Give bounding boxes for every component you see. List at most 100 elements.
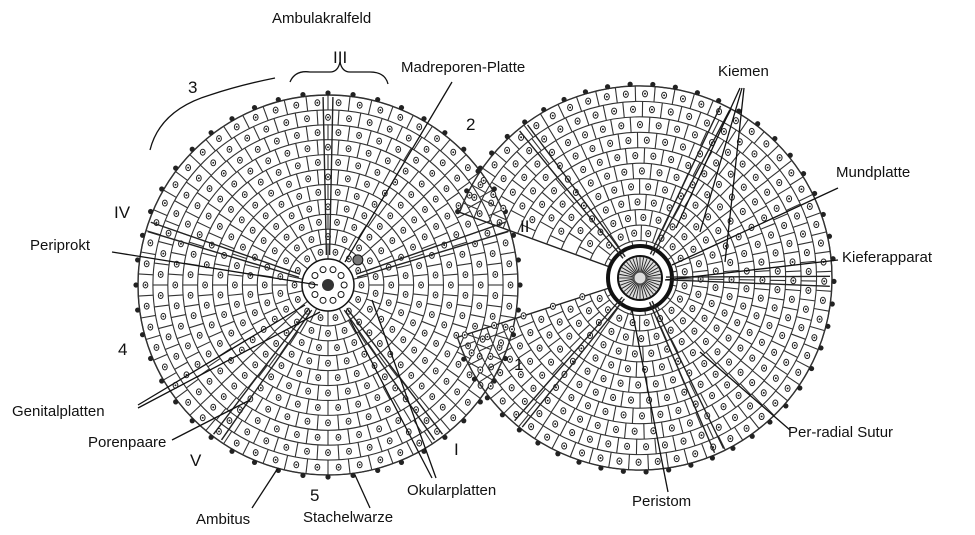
tubercle-boss: [776, 289, 778, 291]
aboral-test: [133, 90, 522, 479]
tubercle-boss: [699, 153, 701, 155]
tubercle-boss: [505, 326, 507, 328]
plate-suture: [234, 137, 242, 150]
plate-suture: [138, 295, 153, 296]
tubercle-boss: [739, 347, 741, 349]
tubercle-boss: [399, 452, 401, 454]
tubercle-boss: [435, 294, 437, 296]
tubercle-boss: [455, 334, 457, 336]
plate-suture: [517, 152, 528, 163]
tubercle-boss: [666, 348, 668, 350]
tubercle-boss: [822, 299, 824, 301]
tubercle-boss: [612, 223, 614, 225]
plate-suture: [383, 387, 390, 400]
label-interamb-4: 4: [118, 340, 127, 359]
tubercle-boss: [796, 215, 798, 217]
plate-suture: [440, 313, 454, 317]
tubercle-boss: [763, 367, 765, 369]
tubercle-boss: [493, 324, 495, 326]
label-kieferapparat: Kieferapparat: [842, 249, 933, 266]
tubercle-boss: [348, 420, 350, 422]
spine-base: [666, 467, 671, 472]
spine-base: [159, 186, 164, 191]
tubercle-boss: [249, 170, 251, 172]
tubercle-boss: [436, 138, 438, 140]
tubercle-boss: [599, 161, 601, 163]
plate-suture: [663, 375, 667, 390]
tubercle-boss: [723, 406, 725, 408]
tubercle-boss: [446, 215, 448, 217]
plate-suture: [673, 205, 681, 219]
tubercle-boss: [570, 308, 572, 310]
plate-suture: [702, 308, 716, 315]
tubercle-boss: [306, 118, 308, 120]
label-periprokt: Periprokt: [30, 237, 91, 254]
plate-suture: [197, 342, 210, 348]
tubercle-boss: [278, 397, 280, 399]
plate-suture: [707, 261, 722, 264]
spine-base: [516, 257, 521, 262]
tubercle-boss: [180, 325, 182, 327]
label-mundplatte: Mundplatte: [836, 164, 910, 181]
tubercle-boss: [327, 332, 329, 334]
tubercle-boss: [270, 376, 272, 378]
tubercle-boss: [379, 343, 381, 345]
tubercle-boss: [209, 188, 211, 190]
tubercle-boss: [270, 192, 272, 194]
tubercle-boss: [297, 270, 299, 272]
spine-base: [825, 324, 830, 329]
plate-suture: [532, 139, 541, 151]
tubercle-boss: [458, 363, 460, 365]
tubercle-boss: [486, 232, 488, 234]
plate-suture: [275, 150, 280, 164]
plate-suture: [614, 166, 618, 181]
tubercle-boss: [715, 287, 717, 289]
tubercle-boss: [531, 219, 533, 221]
tubercle-boss: [589, 438, 591, 440]
plate-suture: [434, 384, 445, 394]
plate-suture: [216, 150, 226, 161]
plate-suture: [521, 194, 534, 203]
tubercle-boss: [265, 353, 267, 355]
tubercle-boss: [749, 405, 751, 407]
tubercle-boss: [700, 103, 702, 105]
tubercle-boss: [535, 125, 537, 127]
tubercle-boss: [703, 173, 705, 175]
plate-suture: [392, 342, 403, 352]
plate-suture: [636, 362, 637, 377]
tubercle-boss: [500, 342, 502, 344]
plate-suture: [264, 138, 270, 152]
label-interamb-2: 2: [466, 115, 475, 134]
tubercle-boss: [715, 162, 717, 164]
tubercle-boss: [275, 343, 277, 345]
spine-base: [755, 121, 760, 126]
genital-plate: [341, 282, 347, 288]
plate-suture: [538, 324, 552, 331]
plate-suture: [648, 454, 649, 469]
tubercle-boss: [230, 332, 232, 334]
plate-suture: [603, 186, 609, 200]
plate-suture: [165, 221, 179, 226]
plate-suture: [542, 192, 554, 202]
label-interamb-5: 5: [310, 486, 319, 505]
tubercle-boss: [298, 373, 300, 375]
tubercle-boss: [552, 305, 554, 307]
tubercle-boss: [327, 116, 329, 118]
tubercle-boss: [244, 194, 246, 196]
plate-suture: [744, 165, 755, 176]
tubercle-boss: [664, 444, 666, 446]
plate-suture: [237, 171, 246, 183]
tubercle-boss: [369, 260, 371, 262]
tubercle-boss: [602, 128, 604, 130]
tubercle-boss: [705, 239, 707, 241]
plate-suture: [816, 271, 831, 272]
plate-suture: [645, 194, 646, 209]
tubercle-boss: [794, 344, 796, 346]
tubercle-boss: [320, 251, 322, 253]
tubercle-boss: [421, 183, 423, 185]
plate-suture: [168, 274, 183, 275]
tubercle-boss: [162, 315, 164, 317]
plate-suture: [427, 303, 442, 306]
tubercle-boss: [218, 138, 220, 140]
